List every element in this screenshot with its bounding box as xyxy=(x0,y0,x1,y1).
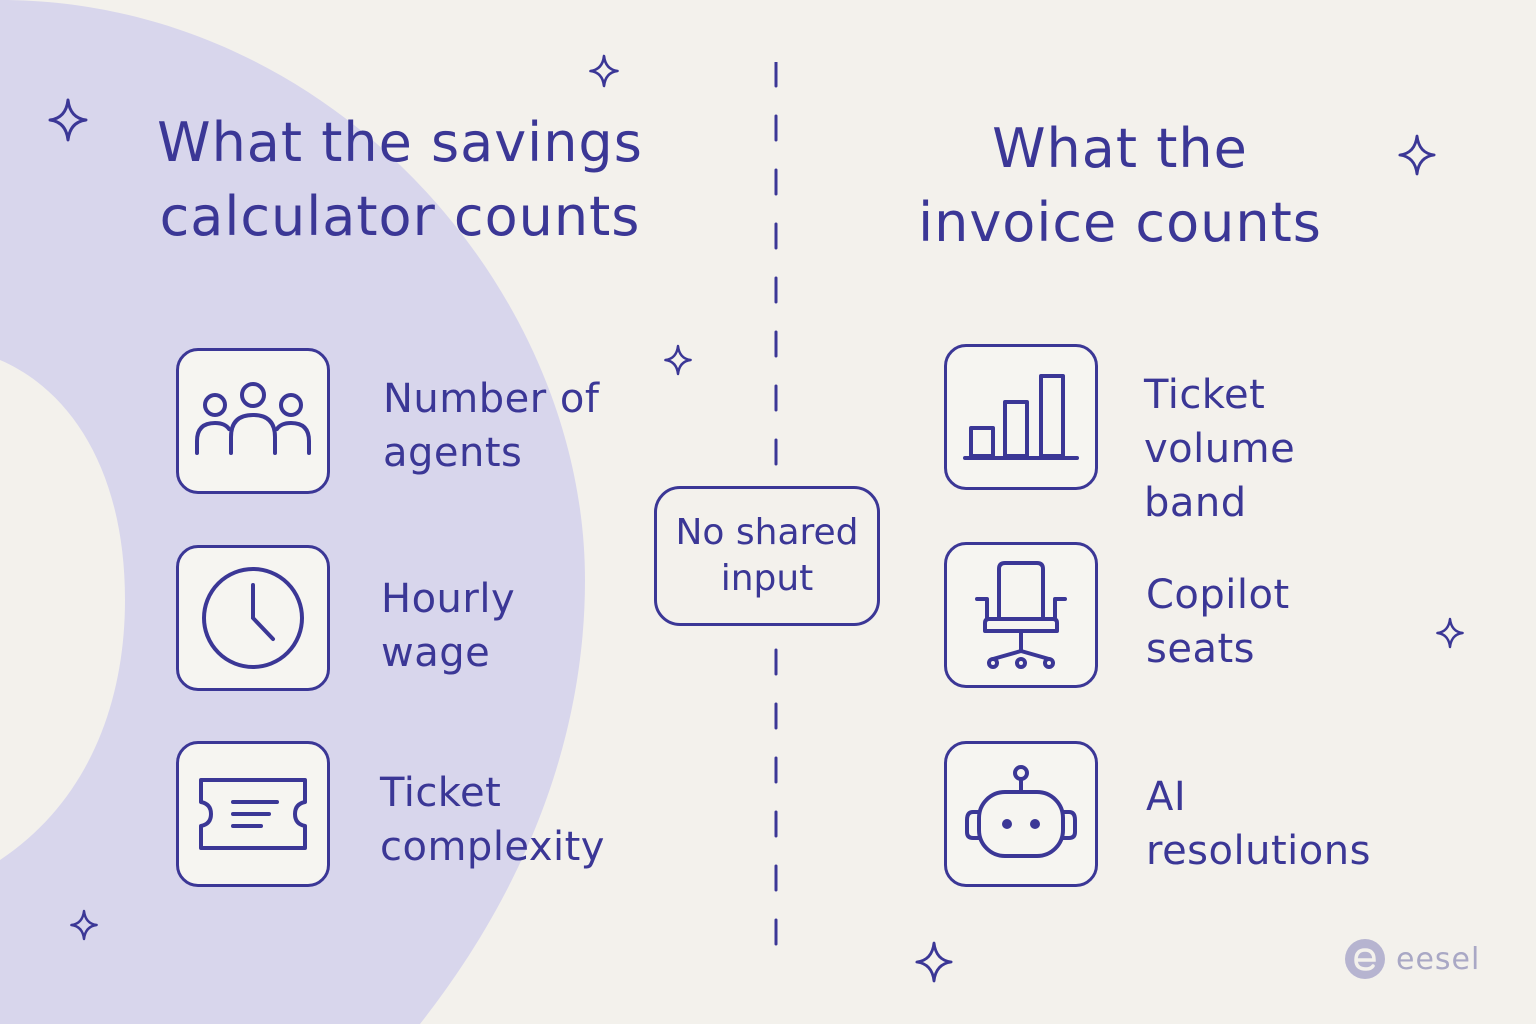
no-shared-input-box: No shared input xyxy=(654,486,880,626)
left-column-title: What the savings calculator counts xyxy=(157,111,643,248)
clock-icon xyxy=(202,567,304,669)
resolutions-label: AI resolutions xyxy=(1146,774,1371,874)
seats-label: Copilot seats xyxy=(1146,572,1290,672)
right-column-title: What the invoice counts xyxy=(918,117,1322,254)
sparkle-icon xyxy=(48,98,88,142)
wage-item-box xyxy=(176,545,330,691)
seats-item-box xyxy=(944,542,1098,688)
sparkle-icon xyxy=(664,344,692,376)
agents-item-box xyxy=(176,348,330,494)
resolutions-item-box xyxy=(944,741,1098,887)
agents-label: Number of agents xyxy=(383,376,600,476)
volume-label: Ticket volume band xyxy=(1144,372,1296,526)
sparkle-icon xyxy=(1436,617,1464,649)
wage-label: Hourly wage xyxy=(381,576,516,676)
sparkle-icon xyxy=(1398,134,1436,176)
complexity-label: Ticket complexity xyxy=(380,770,605,870)
bar-chart-icon xyxy=(963,374,1079,460)
ticket-icon xyxy=(199,778,307,850)
office-chair-icon xyxy=(975,561,1067,669)
eesel-logo: eesel xyxy=(1344,938,1480,980)
eesel-wordmark: eesel xyxy=(1396,941,1481,977)
people-icon xyxy=(195,382,311,455)
sparkle-icon xyxy=(70,909,98,941)
center-label: No shared input xyxy=(675,512,859,599)
sparkle-icon xyxy=(915,941,953,983)
eesel-logo-icon xyxy=(1345,939,1385,979)
dashed-divider xyxy=(774,62,778,962)
robot-icon xyxy=(965,765,1077,858)
volume-item-box xyxy=(944,344,1098,490)
complexity-item-box xyxy=(176,741,330,887)
sparkle-icon xyxy=(589,54,619,88)
